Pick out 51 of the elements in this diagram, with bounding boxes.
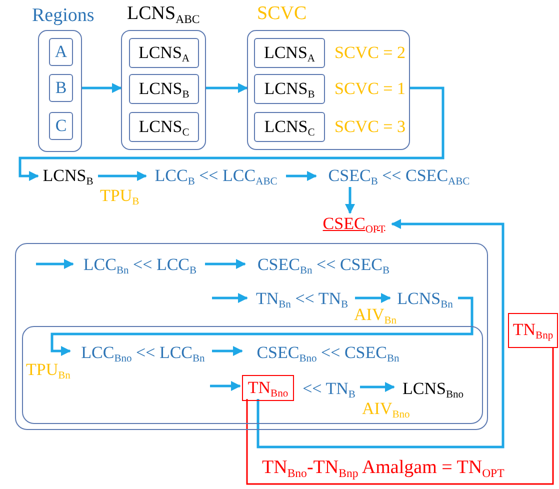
formula-text: LCNS$_{B}$	[38, 165, 98, 187]
arrow	[205, 259, 246, 269]
region-box: C	[49, 112, 73, 140]
arrow	[256, 219, 504, 448]
formula-text: LCC$_{Bno}$ << LCC$_{Bn}$	[72, 342, 214, 364]
formula-text: CSEC$_{B}$ << CSEC$_{ABC}$	[316, 165, 482, 187]
formula-text: CSEC$_{Bn}$ << CSEC$_{B}$	[246, 254, 401, 276]
arrow	[212, 346, 243, 356]
formula-text: LCC$_{Bn}$ << LCC$_{B}$	[74, 254, 206, 276]
arrow	[360, 382, 395, 392]
group-box	[15, 243, 488, 430]
formula-text: CSEC$_{Bno}$ << CSEC$_{Bn}$	[244, 342, 412, 364]
arrow	[50, 296, 474, 356]
lcns-box: LCNS$_{C}$	[254, 112, 325, 142]
arrow	[18, 86, 444, 181]
arrow	[210, 381, 241, 391]
formula-text: LCNS$_{Bno}$	[396, 378, 470, 400]
group-title: LCNS$_{ABC}$	[127, 4, 200, 25]
lcns-box: LCNS$_{A}$	[129, 38, 199, 68]
connector-line	[246, 348, 554, 485]
scvc-value: SCVC = 2	[330, 42, 410, 64]
scvc-value: SCVC = 3	[330, 116, 410, 138]
region-box: B	[49, 74, 73, 102]
group-title: SCVC	[257, 4, 307, 25]
arrow	[345, 187, 355, 214]
edge-label: TPU$_{B}$	[100, 187, 140, 205]
formula-text: CSEC$_{OPT}$	[316, 213, 392, 235]
formula-text: << TN$_{B}$	[296, 378, 362, 400]
formula-text: TN$_{Bn}$ << TN$_{B}$	[248, 288, 356, 310]
highlight-box: TN$_{Bno}$	[242, 375, 294, 401]
lcns-box: LCNS$_{B}$	[254, 74, 325, 104]
group-title: Regions	[32, 6, 94, 27]
arrow	[36, 259, 74, 269]
arrow	[98, 171, 147, 181]
edge-label: AIV$_{Bno}$	[362, 400, 410, 418]
edge-label: TN$_{Bno}$-TN$_{Bnp}$ Amalgam = TN$_{OPT}$	[262, 458, 504, 478]
highlight-box: TN$_{Bnp}$	[508, 313, 558, 348]
arrow	[286, 171, 317, 181]
lcns-box: LCNS$_{C}$	[129, 112, 199, 142]
edge-label: TPU$_{Bn}$	[26, 361, 70, 379]
formula-text: LCC$_{B}$ << LCC$_{ABC}$	[146, 165, 286, 187]
lcns-box: LCNS$_{B}$	[129, 74, 199, 104]
arrow	[212, 293, 248, 303]
region-box: A	[49, 38, 73, 66]
arrow	[355, 293, 391, 303]
scvc-value: SCVC = 1	[330, 78, 410, 100]
arrow	[206, 83, 248, 93]
lcns-box: LCNS$_{A}$	[254, 38, 325, 68]
group-box	[22, 326, 483, 424]
arrow	[82, 83, 122, 93]
edge-label: AIV$_{Bn}$	[354, 306, 397, 324]
